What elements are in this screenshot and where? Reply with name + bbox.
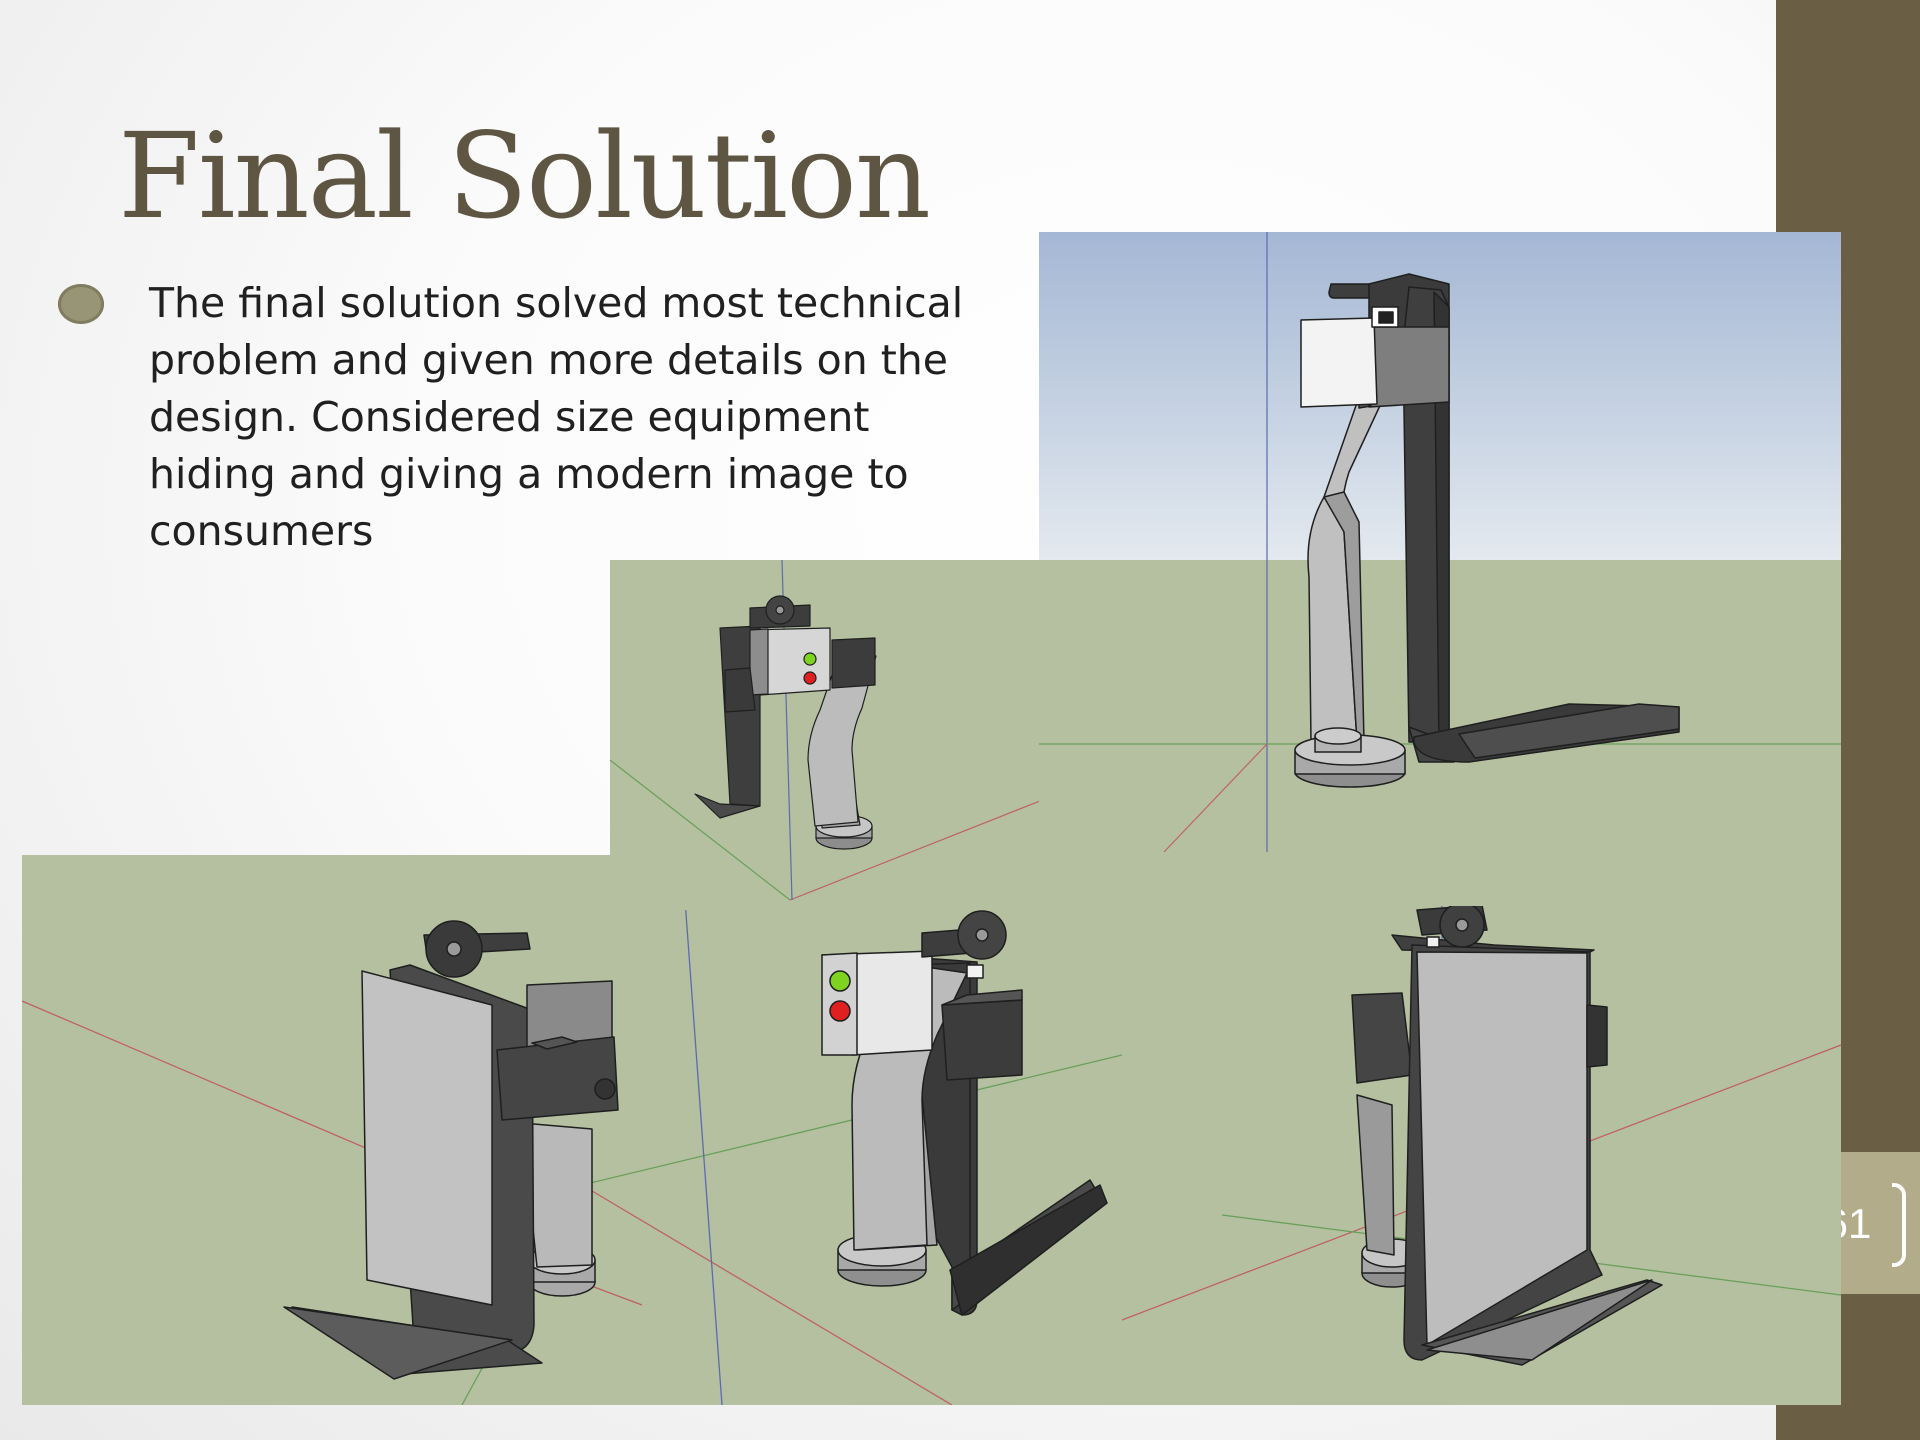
render-top-small	[610, 560, 1055, 910]
bullet-text: The final solution solved most technical…	[149, 279, 964, 555]
view-isometric	[694, 595, 877, 850]
render-side-view	[1039, 232, 1841, 906]
page-bracket-right	[1892, 1183, 1906, 1267]
view-front-lights	[821, 910, 1108, 1316]
view-side-profile	[1294, 273, 1680, 788]
render-three-views	[22, 855, 1841, 1405]
bullet-dot-icon	[58, 284, 104, 324]
view-front-left	[283, 920, 619, 1380]
slide-title: Final Solution	[118, 107, 931, 245]
view-rear-right	[1351, 902, 1663, 1366]
